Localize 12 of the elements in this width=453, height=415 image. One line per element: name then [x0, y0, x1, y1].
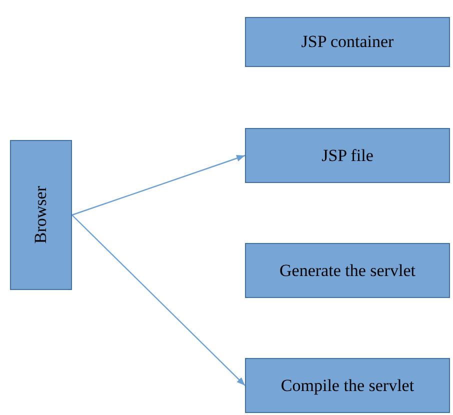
process-box [245, 128, 450, 183]
arrow [72, 154, 246, 216]
process-box [245, 17, 450, 67]
process-box [10, 140, 72, 290]
node-label: Compile the servlet [280, 376, 414, 396]
node-label: Browser [31, 186, 51, 244]
node-label: JSP container [301, 32, 394, 52]
arrow [72, 214, 246, 386]
node-label: JSP file [322, 146, 374, 166]
process-box [245, 243, 450, 298]
process-box [245, 358, 450, 413]
node-label: Generate the servlet [280, 260, 416, 280]
